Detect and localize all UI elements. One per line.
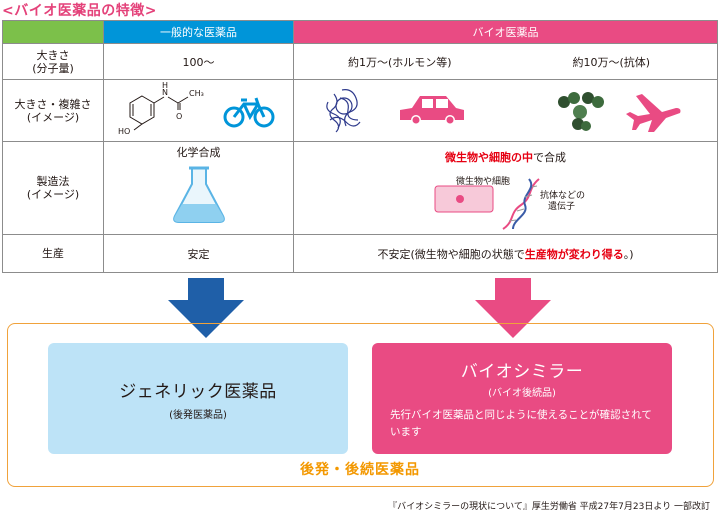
method-bio-cell: 微生物や細胞の中で合成 微生物や細胞 抗体などの 遺伝子 <box>293 141 718 235</box>
mol-o-label: O <box>176 112 182 121</box>
biosimilar-box: バイオシミラー (バイオ後続品) 先行バイオ医薬品と同じように使えることが確認さ… <box>372 343 672 454</box>
method-small-cell: 化学合成 <box>103 141 294 235</box>
mol-ch3-label: CH₃ <box>189 89 204 98</box>
generic-subtitle: (後発医薬品) <box>169 410 227 421</box>
antibody-icon <box>557 92 604 131</box>
production-small-value: 安定 <box>103 234 294 273</box>
car-icon <box>399 96 464 125</box>
column-header-small-molecule: 一般的な医薬品 <box>103 20 294 44</box>
bicycle-icon <box>223 97 275 128</box>
production-bio-value: 不安定(微生物や細胞の状態で生産物が変わり得る。) <box>293 234 718 273</box>
row-label-complexity: 大きさ・複雑さ (イメージ) <box>2 79 104 142</box>
generic-drug-box: ジェネリック医薬品 (後発医薬品) <box>48 343 348 454</box>
gene-label: 抗体などの 遺伝子 <box>540 190 586 212</box>
source-citation: 『バイオシミラーの現状について』厚生労働省 平成27年7月23日より 一部改訂 <box>388 502 710 512</box>
size-small-value: 100〜 <box>103 43 294 80</box>
column-header-biologics: バイオ医薬品 <box>293 20 718 44</box>
cell-icon <box>434 185 494 212</box>
generic-title: ジェネリック医薬品 <box>119 382 277 402</box>
mol-h-label: H <box>162 81 168 90</box>
complexity-bio-cell <box>293 79 718 142</box>
biosimilar-title: バイオシミラー <box>460 362 584 382</box>
dna-icon <box>502 177 540 230</box>
page-title: <バイオ医薬品の特徴> <box>2 3 157 19</box>
mol-ho-label: HO <box>118 127 130 136</box>
complexity-small-cell: N H CH₃ O HO <box>103 79 294 142</box>
cell-label: 微生物や細胞 <box>456 176 511 187</box>
row-size: 大きさ (分子量) 100〜 約1万〜(ホルモン等) 約10万〜(抗体) <box>2 43 718 80</box>
size-bio-hormone: 約1万〜(ホルモン等) <box>347 55 452 69</box>
row-label-production: 生産 <box>2 234 104 273</box>
row-method: 製造法 (イメージ) 化学合成 微生物や細胞の中で合成 微生物や細胞 <box>2 141 718 235</box>
method-bio-text: 微生物や細胞の中で合成 <box>445 150 566 164</box>
flask-icon <box>172 166 225 223</box>
small-molecule-images: N H CH₃ O HO <box>118 81 275 136</box>
comparison-table: 一般的な医薬品 バイオ医薬品 大きさ (分子量) 100〜 約1万〜(ホルモン等… <box>2 20 718 273</box>
airplane-icon <box>625 94 680 132</box>
table-corner <box>2 20 104 44</box>
row-label-method: 製造法 (イメージ) <box>2 141 104 235</box>
follow-on-group-label: 後発・後続医薬品 <box>300 462 420 478</box>
method-small-text: 化学合成 <box>176 146 221 159</box>
down-arrow-blue-icon <box>168 278 244 338</box>
follow-on-group-frame <box>7 323 714 487</box>
size-bio-cell: 約1万〜(ホルモン等) 約10万〜(抗体) <box>293 43 718 80</box>
mol-n-label: N <box>162 88 168 97</box>
biosimilar-description: 先行バイオ医薬品と同じように使えることが確認されています <box>390 409 652 438</box>
protein-structure-icon <box>325 89 360 133</box>
size-bio-antibody: 約10万〜(抗体) <box>572 55 651 69</box>
row-label-size: 大きさ (分子量) <box>2 43 104 80</box>
row-complexity: 大きさ・複雑さ (イメージ) N H CH₃ O <box>2 79 718 142</box>
down-arrow-pink-icon <box>475 278 551 338</box>
molecule-structure-icon <box>129 95 189 131</box>
biosimilar-subtitle: (バイオ後続品) <box>488 388 556 399</box>
biologics-images <box>325 89 680 133</box>
row-production: 生産 安定 不安定(微生物や細胞の状態で生産物が変わり得る。) <box>2 234 718 273</box>
